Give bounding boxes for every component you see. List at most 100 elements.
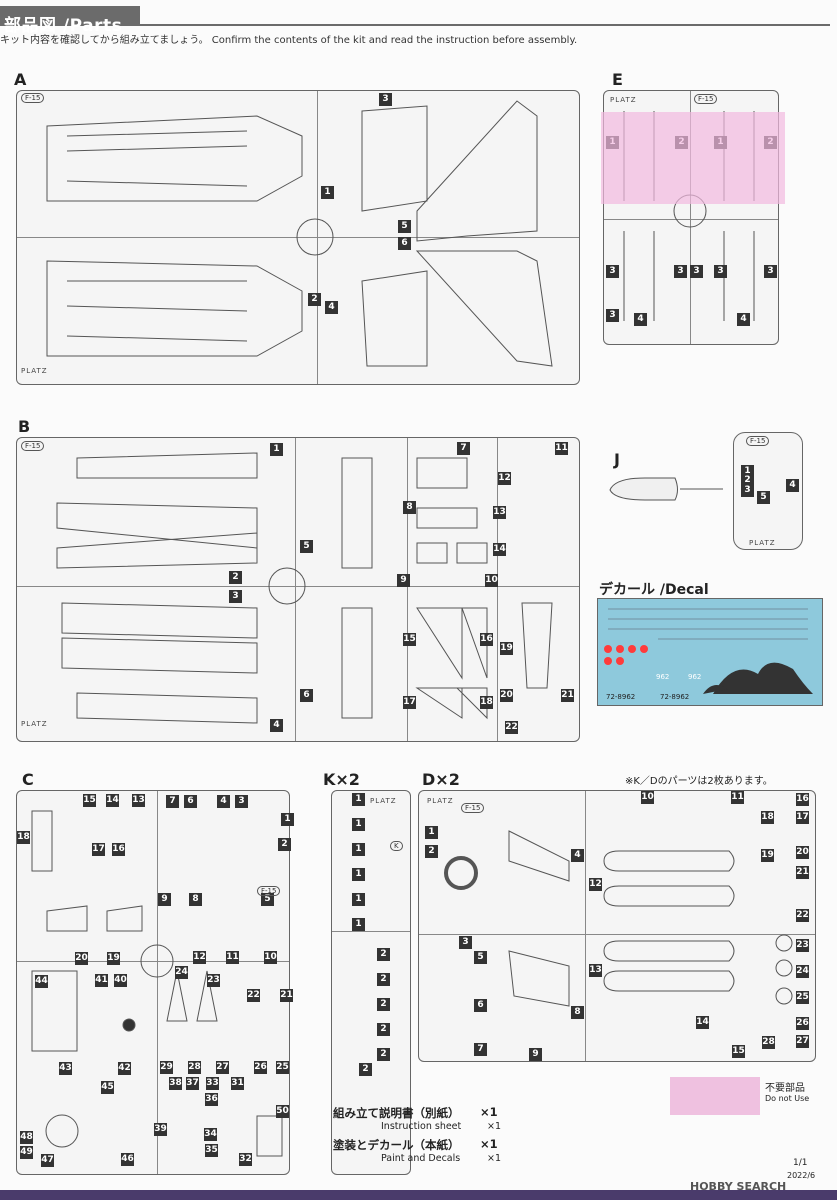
brand-logo: PLATZ [749,539,776,547]
part-number: 48 [20,1131,33,1144]
part-number: 26 [796,1017,809,1030]
part-number: 1 [352,893,365,906]
part-number: 12 [498,472,511,485]
do-not-use-label-jp: 不要部品 [765,1083,805,1094]
part-number: 20 [796,846,809,859]
part-number: 47 [41,1154,54,1167]
part-number: 3 [229,590,242,603]
paint-decals-jp: 塗装とデカール（本紙） [333,1138,460,1152]
part-number: 9 [397,574,410,587]
part-number: 37 [186,1077,199,1090]
part-number: 28 [762,1036,775,1049]
sprue-b-parts [56,452,553,724]
part-number: 12 [193,951,206,964]
part-number: 13 [589,964,602,977]
decal-title: デカール /Decal [599,582,709,598]
part-number: 2 [229,571,242,584]
part-number: 3 [235,795,248,808]
part-number: 13 [493,506,506,519]
part-number: 17 [403,696,416,709]
part-number: 19 [107,952,120,965]
part-number: 4 [217,795,230,808]
decal-code: 962 [656,673,670,681]
part-number: 8 [189,893,202,906]
part-number: 17 [796,811,809,824]
part-number: 19 [761,849,774,862]
sprue-a: F-15 1 2 3 4 5 6 PLATZ [16,90,580,385]
part-number: 3 [690,265,703,278]
decal-code: 72-8962 [606,693,636,701]
sprue-a-parts [46,100,553,367]
part-number: 6 [184,795,197,808]
part-number: 17 [92,843,105,856]
part-number: 7 [166,795,179,808]
part-number: 18 [17,831,30,844]
part-number: 9 [158,893,171,906]
part-number: 21 [280,989,293,1002]
part-number: 11 [555,442,568,455]
sprue-c-tag: F-15 [257,886,281,896]
sprue-d-label: D×2 [422,770,460,789]
part-number: 3 [674,265,687,278]
instruction-sheet-qty: ×1 [480,1105,498,1119]
sprue-a-tag: F-15 [21,93,45,103]
part-number: 11 [226,951,239,964]
sprue-c-label: C [22,770,34,789]
part-number: 2 [741,474,754,487]
part-number: 3 [741,484,754,497]
part-number: 23 [796,939,809,952]
brand-logo: PLATZ [21,720,48,728]
part-number: 24 [175,966,188,979]
sprue-a-label: A [14,70,27,89]
paint-decals-en-qty: ×1 [487,1153,502,1164]
brand-logo: PLATZ [610,96,637,104]
sprue-c: 1 2 3 4 5 6 7 8 9 10 11 12 13 14 15 16 1… [16,790,294,1175]
paint-decals-qty: ×1 [480,1137,498,1151]
part-number: 46 [121,1153,134,1166]
sprue-b-tag: F-15 [21,441,45,451]
instruction-sheet-en: Instruction sheet [381,1121,462,1132]
part-number: 7 [474,1043,487,1056]
part-number: 3 [606,309,619,322]
part-number: 14 [696,1016,709,1029]
part-number: 50 [276,1105,289,1118]
part-number: 2 [308,293,321,306]
part-number: 1 [352,918,365,931]
part-number: 22 [247,989,260,1002]
part-number: 29 [160,1061,173,1074]
part-number: 1 [352,868,365,881]
sprue-e-label: E [612,70,623,89]
part-number: 4 [634,313,647,326]
sprue-j-tag: F-15 [746,436,770,446]
part-number: 3 [379,93,392,106]
sprue-d: PLATZ F-15 1 2 3 4 5 6 7 8 9 10 11 12 13… [418,790,816,1062]
kd-note: ※K／Dのパーツは2枚あります。 [625,776,773,787]
sprue-d-tag: F-15 [461,803,485,813]
part-number: 49 [20,1146,33,1159]
part-number: 1 [270,443,283,456]
part-number: 36 [205,1093,218,1106]
part-number: 21 [796,866,809,879]
part-number: 43 [59,1062,72,1075]
part-number: 4 [786,479,799,492]
part-number: 3 [764,265,777,278]
part-number: 16 [112,843,125,856]
part-number: 42 [118,1062,131,1075]
part-number: 16 [796,793,809,806]
part-number: 1 [352,818,365,831]
part-number: 18 [761,811,774,824]
sprue-k-label: K×2 [323,770,360,789]
part-number: 7 [457,442,470,455]
brand-logo: PLATZ [427,797,454,805]
part-number: 26 [254,1061,267,1074]
sprue-b: F-15 1 2 3 4 5 6 7 8 9 10 [16,437,580,742]
part-number: 9 [529,1048,542,1061]
part-number: 2 [377,948,390,961]
part-number: 18 [480,696,493,709]
part-number: 10 [485,574,498,587]
watermark: HOBBY SEARCH [690,1180,787,1193]
part-number: 2 [359,1063,372,1076]
part-number: 14 [493,543,506,556]
part-number: 2 [377,973,390,986]
part-number: 35 [205,1144,218,1157]
